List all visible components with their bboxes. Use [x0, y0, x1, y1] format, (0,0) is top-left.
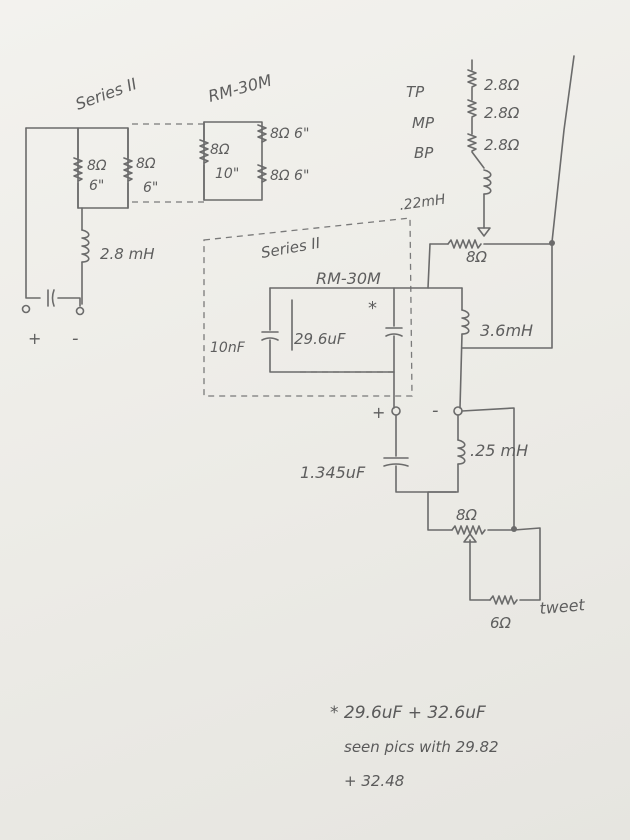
mp-value: 2.8Ω — [484, 104, 520, 122]
asterisk-mark: * — [368, 298, 377, 319]
inductor-025mh — [457, 439, 466, 465]
rm30m-speaker-circuit: RM-30M 8Ω 10" 8Ω 6" 8Ω 6" — [199, 71, 309, 201]
lower-plus-label: + — [372, 403, 385, 422]
cap-1-345-label: 1.345uF — [300, 463, 366, 482]
woofer-resistor-1 — [73, 157, 83, 182]
mid-2-label: 8Ω 6" — [270, 168, 309, 184]
pot-upper-label: 8Ω — [466, 248, 488, 266]
mid-1-label: 8Ω 6" — [270, 126, 309, 142]
plus-terminal-label: + — [28, 329, 41, 348]
mp-label: MP — [412, 114, 435, 132]
cap-10nf-label: 10nF — [210, 340, 246, 356]
series-ii-speaker-circuit: Series II 8Ω 6" 8Ω 6" 2.8 mH + - — [21, 74, 158, 349]
woofer-resistor-10in — [199, 139, 209, 164]
woofer-resistor-2 — [123, 157, 133, 182]
pot-lower-label: 8Ω — [456, 506, 478, 524]
inductor-value: 2.8 mH — [100, 245, 155, 263]
box-rm30m-label: RM-30M — [316, 269, 381, 288]
bp-value: 2.8Ω — [484, 136, 520, 154]
tp-resistor — [467, 69, 477, 88]
box-series-ii-label: Series II — [260, 234, 323, 262]
bp-resistor — [467, 133, 477, 152]
minus-terminal-label: - — [72, 328, 79, 349]
lower-plus-terminal — [391, 406, 401, 416]
tweet-label: tweet — [539, 595, 587, 618]
cap-10nf — [261, 331, 279, 341]
lower-minus-terminal — [453, 406, 463, 416]
lower-chain: + - 1.345uF .25 mH 8Ω 6Ω tweet — [300, 400, 586, 632]
footnote-line-3: + 32.48 — [344, 772, 404, 790]
terminal-capacitor — [47, 289, 55, 307]
driver-1-impedance: 8Ω — [87, 158, 107, 174]
footnote: * 29.6uF + 32.6uF seen pics with 29.82 +… — [330, 703, 499, 790]
tweeter-resistor-label: 6Ω — [490, 614, 512, 632]
driver-1-size: 6" — [89, 178, 104, 194]
footnote-line-1: * 29.6uF + 32.6uF — [330, 703, 486, 723]
bp-label: BP — [414, 144, 434, 162]
terminal-right — [75, 306, 85, 316]
inductor-3-6-label: 3.6mH — [480, 321, 533, 340]
cap-1-345uf — [383, 457, 409, 467]
cap-29-6-label: 29.6uF — [294, 330, 346, 348]
inductor-2-8mh — [81, 229, 90, 263]
pot-resistor-upper — [447, 239, 482, 249]
tweeter-resistor — [489, 595, 518, 605]
crossover-box: Series II RM-30M 10nF 29.6uF * — [203, 217, 463, 409]
tp-value: 2.8Ω — [484, 76, 520, 94]
woofer-size: 10" — [215, 166, 239, 182]
footnote-line-2: seen pics with 29.82 — [344, 738, 499, 756]
terminal-left — [21, 304, 31, 314]
cap-29-6uf — [385, 327, 403, 337]
driver-2-impedance: 8Ω — [136, 156, 156, 172]
inductor-022-label: .22mH — [398, 192, 447, 214]
inductor-3-6mh — [461, 309, 470, 335]
series-ii-label: Series II — [73, 74, 140, 114]
woofer-impedance: 8Ω — [210, 142, 230, 158]
lower-minus-label: - — [432, 400, 439, 421]
mp-resistor — [467, 99, 477, 118]
rm30m-label: RM-30M — [206, 71, 274, 106]
mid-resistor-2 — [257, 164, 267, 183]
inductor-025-label: .25 mH — [470, 441, 528, 460]
mid-resistor-1 — [257, 124, 267, 143]
tp-label: TP — [406, 83, 425, 101]
inductor-022mh — [483, 169, 492, 195]
driver-2-size: 6" — [143, 180, 158, 196]
upper-right-chain: TP 2.8Ω MP 2.8Ω BP 2.8Ω .22mH 8Ω 3.6mH — [398, 55, 575, 409]
pot-resistor-lower — [451, 525, 486, 535]
